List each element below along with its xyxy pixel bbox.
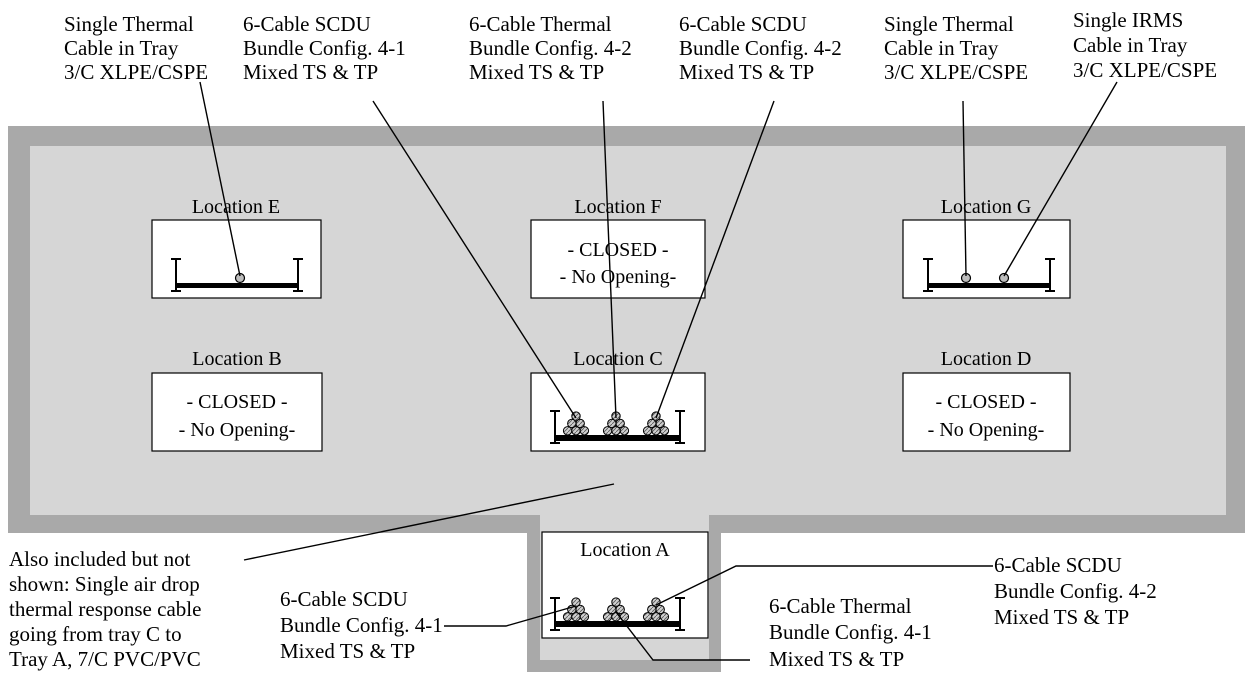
- leader-line: [372, 100, 577, 419]
- callout-single-thermal-g: Single Thermal Cable in Tray 3/C XLPE/CS…: [884, 12, 1028, 84]
- enclosure-interior: [30, 146, 1226, 515]
- callout-line: Bundle Config. 4-1: [280, 613, 443, 637]
- tray-a: [550, 597, 685, 631]
- tray-c: [550, 410, 685, 444]
- callout-line: 6-Cable SCDU: [280, 587, 408, 611]
- callout-line: Cable in Tray: [64, 36, 179, 60]
- callout-line: 6-Cable SCDU: [994, 553, 1122, 577]
- callout-line: 6-Cable SCDU: [679, 12, 807, 36]
- callout-line: Mixed TS & TP: [679, 60, 814, 84]
- cable-circle: [655, 604, 665, 615]
- leader-lines: [199, 81, 1118, 661]
- cable-circle: [615, 418, 625, 429]
- leader-line: [962, 100, 967, 277]
- cable-circle: [655, 418, 665, 429]
- leader-line: [655, 565, 993, 606]
- callout-single-irms-g: Single IRMS Cable in Tray 3/C XLPE/CSPE: [1073, 8, 1217, 82]
- location-title: Location D: [941, 348, 1032, 370]
- leader-line: [1003, 81, 1118, 277]
- callout-line: Tray A, 7/C PVC/PVC: [9, 647, 201, 671]
- callout-scdu-42-top: 6-Cable SCDU Bundle Config. 4-2 Mixed TS…: [679, 12, 842, 84]
- cable-bundle: [642, 411, 670, 436]
- leader-line: [444, 605, 577, 627]
- closed-status: - CLOSED -: [186, 391, 287, 413]
- leader-line: [199, 81, 241, 277]
- cable-circle: [575, 604, 585, 615]
- callout-line: Single Thermal: [64, 12, 194, 36]
- callout-scdu-41-top: 6-Cable SCDU Bundle Config. 4-1 Mixed TS…: [243, 12, 406, 84]
- tray-e: [171, 258, 303, 292]
- location-title: Location G: [941, 196, 1032, 218]
- callout-line: Also included but not: [9, 547, 191, 571]
- cable-circle: [659, 612, 670, 622]
- leader-line: [602, 100, 617, 419]
- callout-line: Mixed TS & TP: [769, 647, 904, 671]
- callout-line: 3/C XLPE/CSPE: [64, 60, 208, 84]
- callout-line: Bundle Config. 4-2: [679, 36, 842, 60]
- callout-line: thermal response cable: [9, 597, 201, 621]
- no-opening-note: - No Opening-: [928, 419, 1045, 441]
- location-title: Location C: [573, 348, 662, 370]
- callout-line: 6-Cable SCDU: [243, 12, 371, 36]
- callout-line: Mixed TS & TP: [469, 60, 604, 84]
- leader-line: [243, 483, 615, 561]
- cable-bundle: [562, 411, 590, 436]
- cable-circle: [579, 612, 590, 622]
- cable-bundles: [562, 411, 670, 622]
- callout-line: Cable in Tray: [884, 36, 999, 60]
- location-title: Location E: [192, 196, 280, 218]
- callout-scdu-42-bottom: 6-Cable SCDU Bundle Config. 4-2 Mixed TS…: [994, 553, 1157, 629]
- callout-thermal-41-bottom: 6-Cable Thermal Bundle Config. 4-1 Mixed…: [769, 594, 932, 671]
- callout-single-thermal-e: Single Thermal Cable in Tray 3/C XLPE/CS…: [64, 12, 208, 84]
- callout-line: Mixed TS & TP: [243, 60, 378, 84]
- callout-line: shown: Single air drop: [9, 572, 200, 596]
- location-title: Location B: [192, 348, 281, 370]
- location-title: Location F: [574, 196, 661, 218]
- callout-thermal-42-top: 6-Cable Thermal Bundle Config. 4-2 Mixed…: [469, 12, 632, 84]
- callout-line: Single IRMS: [1073, 8, 1183, 32]
- cable-circle: [651, 597, 661, 607]
- cable-circle: [575, 418, 585, 429]
- callout-line: Mixed TS & TP: [994, 605, 1129, 629]
- callout-line: Mixed TS & TP: [280, 639, 415, 663]
- leader-line: [655, 100, 775, 419]
- cable-bundle: [562, 597, 590, 622]
- tray-g: [923, 258, 1055, 292]
- cable-circle: [571, 597, 581, 607]
- callout-line: Cable in Tray: [1073, 33, 1188, 57]
- callout-line: going from tray C to: [9, 622, 182, 646]
- no-opening-note: - No Opening-: [179, 419, 296, 441]
- location-d: Location D - CLOSED - - No Opening-: [902, 348, 1071, 452]
- leader-line: [615, 611, 750, 661]
- cable-circle: [619, 426, 630, 436]
- callout-line: 3/C XLPE/CSPE: [884, 60, 1028, 84]
- location-f: Location F - CLOSED - - No Opening-: [530, 196, 706, 299]
- cable-circle: [998, 272, 1010, 284]
- location-title: Location A: [580, 539, 670, 561]
- closed-status: - CLOSED -: [935, 391, 1036, 413]
- callout-line: 3/C XLPE/CSPE: [1073, 58, 1217, 82]
- callout-line: Bundle Config. 4-2: [469, 36, 632, 60]
- callout-line: 6-Cable Thermal: [469, 12, 612, 36]
- location-box: [902, 372, 1071, 452]
- callout-air-drop: Also included but not shown: Single air …: [9, 547, 201, 671]
- cable-circle: [659, 426, 670, 436]
- callout-line: 6-Cable Thermal: [769, 594, 912, 618]
- callout-line: Bundle Config. 4-2: [994, 579, 1157, 603]
- callout-line: Single Thermal: [884, 12, 1014, 36]
- callout-line: Bundle Config. 4-1: [243, 36, 406, 60]
- location-box: [151, 372, 323, 452]
- cable-circle: [579, 426, 590, 436]
- cable-circle: [611, 597, 621, 607]
- location-box: [530, 219, 706, 299]
- no-opening-note: - No Opening-: [560, 266, 677, 288]
- callout-line: Bundle Config. 4-1: [769, 620, 932, 644]
- cable-circle: [615, 604, 625, 615]
- callout-scdu-41-bottom: 6-Cable SCDU Bundle Config. 4-1 Mixed TS…: [280, 587, 443, 663]
- closed-status: - CLOSED -: [567, 239, 668, 261]
- location-b: Location B - CLOSED - - No Opening-: [151, 348, 323, 452]
